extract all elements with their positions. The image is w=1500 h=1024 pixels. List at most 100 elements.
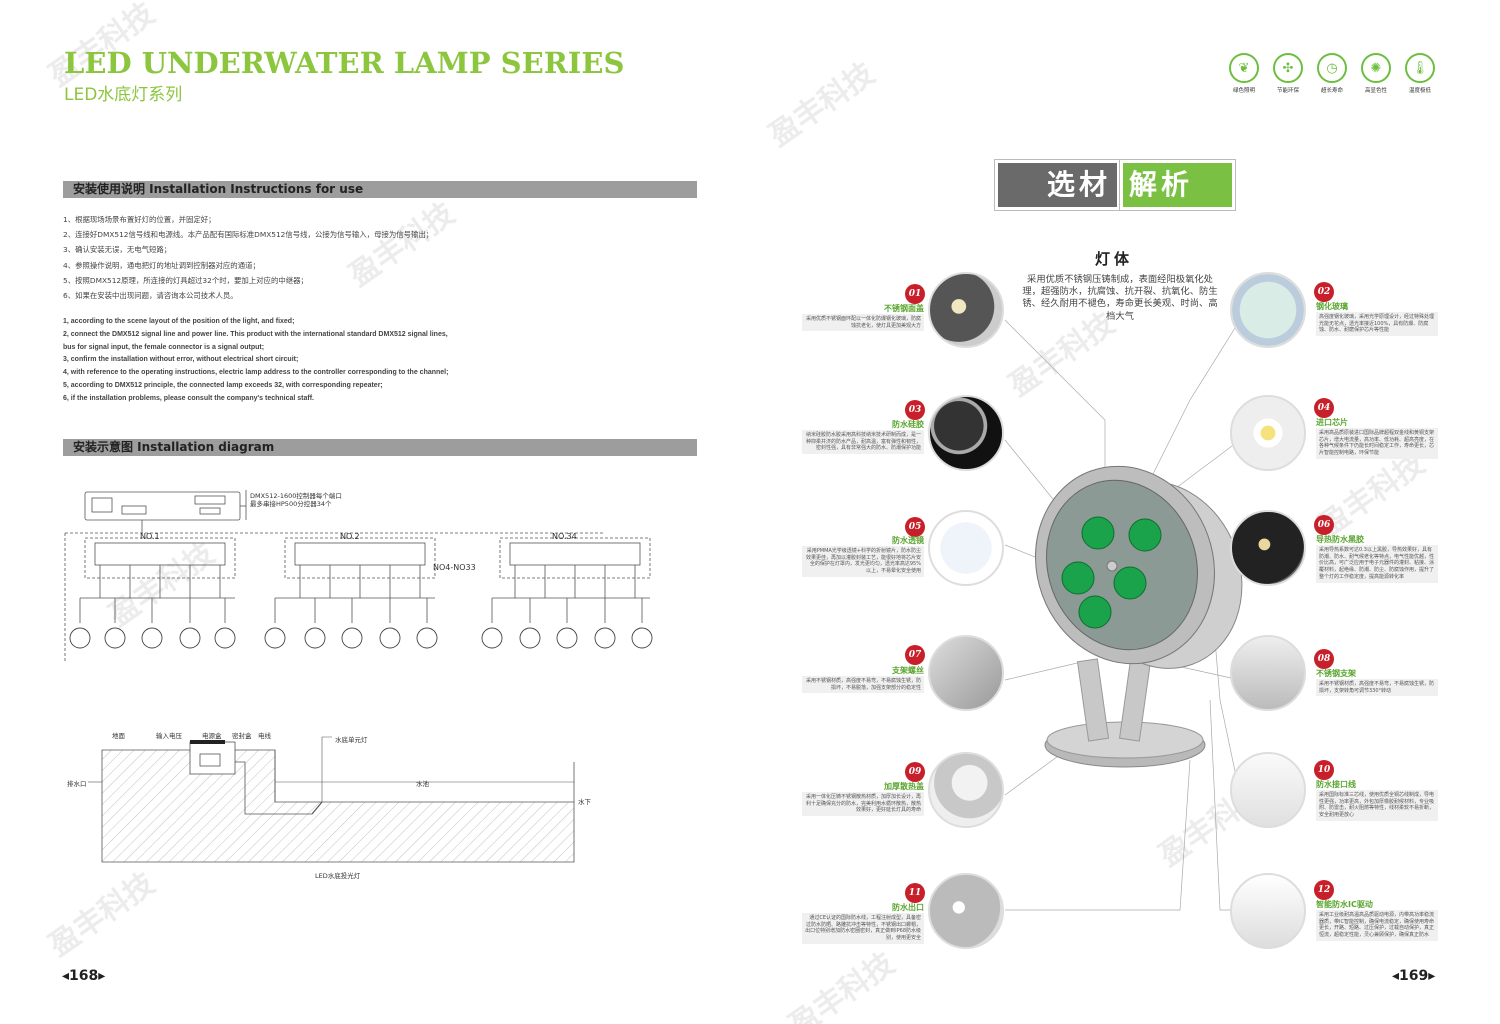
- thumb-04: [1230, 395, 1306, 471]
- badge-02: 02: [1314, 282, 1334, 302]
- badge-12: 12: [1314, 880, 1334, 900]
- page-number-value: 169: [1399, 968, 1429, 984]
- no34-label: NO.34: [552, 532, 577, 541]
- callout-title: 支架螺丝: [892, 666, 924, 675]
- splitter-no34: [509, 542, 641, 566]
- callout-01: 不锈钢面盖 采用优质不锈钢面环配以一体化防爆钢化玻璃，防腐蚀抗老化，使灯具更加美…: [802, 304, 924, 332]
- ground-label: 地面: [112, 732, 125, 740]
- thumb-01: [928, 272, 1004, 348]
- thumb-06: [1230, 510, 1306, 586]
- thumb-09: [928, 752, 1004, 828]
- callout-title: 不锈钢支架: [1316, 669, 1356, 678]
- callout-text: 采用高品质原装进口国际品牌超程双金线和黄铜支架芯片，增大电流量，高功率、低功耗、…: [1316, 427, 1438, 459]
- central-lamp: [1035, 465, 1243, 768]
- callout-text: 采用导热系数可达0.3以上黑胶，导热效果好，具有防潮、防水、耐气候老化等特点，电…: [1316, 544, 1438, 583]
- thumb-08: [1230, 635, 1306, 711]
- thermometer-icon: 🌡: [1405, 53, 1435, 83]
- step-en: 4, with reference to the operating instr…: [63, 369, 449, 377]
- badge-08: 08: [1314, 649, 1334, 669]
- feature-high-cri: ✺ 高显色性: [1356, 53, 1396, 94]
- feature-energy-saving: ✣ 节能环保: [1268, 53, 1308, 94]
- callout-text: 采用PMMA光学级透镜+科学的折射镜片，防水防尘效果更佳，再加以灌胶封装工艺，能…: [802, 545, 924, 577]
- callout-title: 不锈钢面盖: [884, 304, 924, 313]
- feature-label: 节能环保: [1276, 88, 1299, 94]
- badge-05: 05: [905, 517, 925, 537]
- thumb-02: [1230, 272, 1306, 348]
- callout-text: 采用优质不锈钢面环配以一体化防爆钢化玻璃，防腐蚀抗老化，使灯具更加美观大方: [802, 313, 924, 332]
- step-en: 5, according to DMX512 principle, the co…: [63, 381, 383, 389]
- controller-note: 最多串接HP500分控器34个: [250, 500, 332, 508]
- thumb-03: [928, 395, 1004, 471]
- feature-icons: ❦ 绿色照明 ✣ 节能环保 ◷ 超长寿命 ✺ 高显色性 🌡 温度极低: [1224, 53, 1444, 98]
- install-header: 安装使用说明 Installation Instructions for use: [63, 181, 697, 198]
- steps-en-list: 1, according to the scene layout of the …: [63, 316, 703, 406]
- underwater-label: 水下: [578, 798, 591, 806]
- page-number: ◂168▸: [62, 968, 106, 984]
- badge-04: 04: [1314, 398, 1334, 418]
- callout-title: 钢化玻璃: [1316, 302, 1348, 311]
- page-number-value: 168: [69, 968, 99, 984]
- badge-10: 10: [1314, 760, 1334, 780]
- step-en: 2, connect the DMX512 signal line and po…: [63, 330, 448, 338]
- callout-07: 支架螺丝 采用不锈钢材质，高强度不易弯，不易腐蚀生锈，防损坏，不易脱落，加强支架…: [802, 666, 924, 694]
- wiring-diagram-svg: [64, 490, 653, 663]
- controller-note: DMX512-1600控制器每个端口: [250, 492, 342, 500]
- badge-07: 07: [905, 645, 925, 665]
- sealed-box-label: 密封盒: [232, 732, 252, 740]
- fan-icon: ✣: [1273, 53, 1303, 83]
- callout-title: 加厚散热盖: [884, 782, 924, 791]
- no2-label: NO.2: [340, 532, 360, 541]
- thumb-05: [928, 510, 1004, 586]
- splitter-no2: [294, 542, 426, 566]
- pool-label: 水池: [416, 780, 429, 788]
- power-box-label: 电源盒: [202, 732, 222, 740]
- callout-09: 加厚散热盖 采用一体化压铸不锈钢散热材质，加厚加长设计，再利十足确保充分的防水，…: [802, 782, 924, 817]
- no1-label: NO.1: [140, 532, 160, 541]
- page-subtitle: LED水底灯系列: [64, 85, 183, 105]
- lamp-group-2: [264, 627, 438, 649]
- callout-08: 不锈钢支架 采用不锈钢材质，高强度不易弯，不易腐蚀生锈，防损坏，支架转角可调节3…: [1316, 669, 1438, 697]
- callout-text: 采用一体化压铸不锈钢散热材质，加厚加长设计，再利十足确保充分的防水，完美利用水循…: [802, 791, 924, 817]
- callout-10: 防水接口线 采用国际标准三芯线，使用优质全铜芯线制成，导电性更强，功率更高，外包…: [1316, 781, 1438, 821]
- badge-11: 11: [905, 883, 925, 903]
- feature-label: 超长寿命: [1320, 88, 1343, 94]
- banner-right: 解析: [1119, 159, 1236, 211]
- step-cn: 2、连接好DMX512信号线和电源线。本产品配有国际标准DMX512信号线，公接…: [63, 230, 434, 240]
- feature-low-temp: 🌡 温度极低: [1400, 53, 1440, 94]
- step-cn: 6、如果在安装中出现问题，请咨询本公司技术人员。: [63, 291, 238, 301]
- callout-title: 防水硅胶: [892, 420, 924, 429]
- callout-title: 导热防水黑胶: [1316, 535, 1364, 544]
- callout-06: 导热防水黑胶 采用导热系数可达0.3以上黑胶，导热效果好，具有防潮、防水、耐气候…: [1316, 535, 1438, 583]
- drain-label: 排水口: [67, 780, 87, 788]
- thumb-12: [1230, 873, 1306, 949]
- callout-title: 智能防水IC驱动: [1316, 900, 1373, 909]
- badge-01: 01: [905, 284, 925, 304]
- callout-text: 采用不锈钢材质，高强度不易弯，不易腐蚀生锈，防损坏，支架转角可调节330°转动: [1316, 678, 1438, 697]
- step-cn: 5、按照DMX512原理，所连接的灯具超过32个时，要加上对应的中继器；: [63, 275, 308, 285]
- section-diagram-svg: [88, 736, 575, 863]
- lamp-illustration-svg: [1004, 319, 1243, 911]
- installation-section-diagram: 地面 输入电压 电源盒 密封盒 电线 水底单元灯 排水口 水池 水下 LED水底…: [60, 722, 620, 882]
- step-en: bus for signal input, the female connect…: [63, 343, 265, 351]
- right-page: 盈丰科技 盈丰科技 盈丰科技 盈丰科技 盈丰科技 ❦ 绿色照明 ✣ 节能环保 ◷…: [750, 0, 1500, 1024]
- diagram-caption: LED水底投光灯: [315, 872, 361, 880]
- lamp-unit-label: 水底单元灯: [335, 736, 368, 744]
- clock-icon: ◷: [1317, 53, 1347, 83]
- thumb-10: [1230, 752, 1306, 828]
- banner-left: 选材: [994, 159, 1121, 211]
- feature-label: 温度极低: [1408, 88, 1431, 94]
- callout-text: 通过CE认证的国际防水线，工程注射成型，具备密过防水防晒、路雕抗冲击等特性，不锈…: [802, 912, 924, 944]
- callout-text: 采用不锈钢材质，高强度不易弯，不易腐蚀生锈，防损坏，不易脱落，加强支架部分的稳定…: [802, 675, 924, 694]
- body-description: 采用优质不锈钢压铸制成，表面经阳极氧化处理，超强防水，抗腐蚀、抗开裂、抗氧化、防…: [1022, 274, 1218, 322]
- step-en: 3, confirm the installation without erro…: [63, 356, 299, 364]
- step-cn: 3、确认安装无误，无电气短路；: [63, 245, 172, 255]
- input-voltage-label: 输入电压: [156, 732, 182, 740]
- range-label: NO4-NO33: [433, 563, 476, 572]
- callout-12: 智能防水IC驱动 采用工业级耐高温高品质驱动电源，内带高功率稳流器质，带IC智能…: [1316, 900, 1438, 941]
- callout-text: 高强度钢化玻璃，采用光学原理设计，经过特殊处理光能无花点，透光率接近100%，具…: [1316, 311, 1438, 337]
- body-title: 灯体: [1095, 250, 1134, 268]
- step-en: 6, if the installation problems, please …: [63, 394, 315, 402]
- callout-text: 采用工业级耐高温高品质驱动电源，内带高功率稳流器质，带IC智能控制，确保电流稳定…: [1316, 909, 1438, 941]
- feature-label: 高显色性: [1364, 88, 1387, 94]
- badge-06: 06: [1314, 515, 1334, 535]
